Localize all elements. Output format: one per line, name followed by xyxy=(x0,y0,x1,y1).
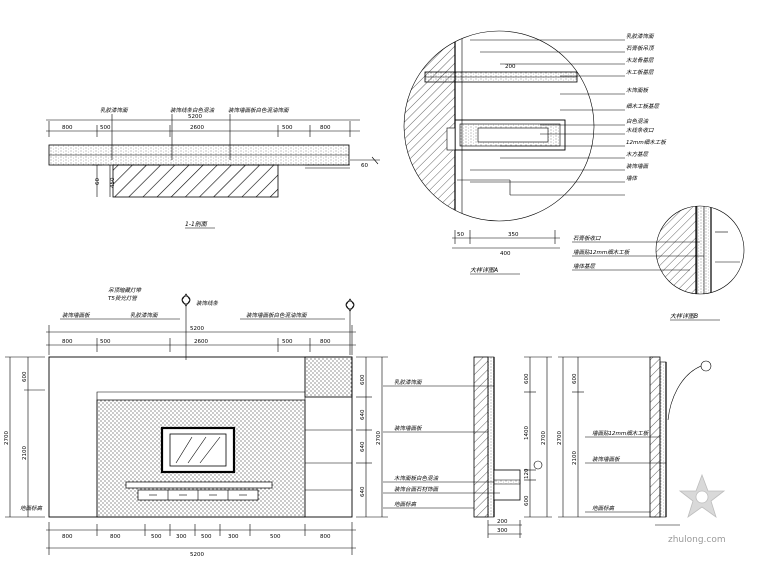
plan-dim-2: 500 xyxy=(100,125,111,131)
elev-callout-1: 装饰墙面板 xyxy=(62,312,91,319)
elev-dim-top-5: 800 xyxy=(320,339,331,345)
front-elevation: 装饰墙面板 乳胶漆饰面 装饰线条 装饰墙面板白色混油饰面 吊顶暗藏灯带 T5荧光… xyxy=(4,287,388,558)
detail-a-callout-3: 木龙骨基层 xyxy=(626,57,654,64)
detail-a-callout-1: 乳胶漆饰面 xyxy=(626,33,655,40)
elev-callout-3: 装饰线条 xyxy=(196,300,219,307)
detail-a-dim-1: 50 xyxy=(457,232,464,238)
detail-a-label: 大样详图A xyxy=(470,266,498,274)
elev-dim-top-3: 2600 xyxy=(194,339,208,345)
side1-callout-1: 乳胶漆饰面 xyxy=(394,379,423,386)
detail-a-callout-4: 木工板基层 xyxy=(626,69,654,76)
section-marker-1 xyxy=(181,293,191,307)
detail-a-callout-8: 木线条收口 xyxy=(626,127,654,134)
section-marker-2 xyxy=(345,298,355,312)
detail-a-callout-2: 石膏板吊顶 xyxy=(626,45,655,52)
detail-b-callout-2: 墙面贴12mm细木工板 xyxy=(573,249,631,256)
detail-a-dim-total: 400 xyxy=(500,251,511,257)
elev-dim-top-2: 500 xyxy=(100,339,111,345)
elev-dim-bottom-3: 500 xyxy=(151,534,162,540)
side1-callout-2: 装饰墙面板 xyxy=(394,425,423,432)
elev-dim-top-4: 500 xyxy=(282,339,293,345)
side-section-2: 墙面贴12mm细木工板 装饰墙面板 地面标高 600 2100 2700 xyxy=(557,356,712,526)
plan-callout-3: 装饰墙面板白色混油饰面 xyxy=(228,107,290,114)
elev-ground-label: 地面标高 xyxy=(20,505,44,512)
side2-dim-left-2: 2100 xyxy=(572,451,578,465)
elev-dim-total-right: 2700 xyxy=(376,431,382,445)
side1-dim-bottom-2: 300 xyxy=(497,528,508,534)
side1-dim-bottom-1: 200 xyxy=(497,519,508,525)
side2-callout-3: 地面标高 xyxy=(592,505,616,512)
side1-callout-5: 地面标高 xyxy=(394,501,418,508)
elev-dim-bottom-4: 300 xyxy=(176,534,187,540)
plan-section: 800 500 2600 500 800 5200 乳胶漆饰面 装饰线条白色混油… xyxy=(46,107,380,229)
detail-a-callout-10: 木方基层 xyxy=(626,151,649,158)
side2-callout-2: 装饰墙面板 xyxy=(592,456,621,463)
elev-dim-bottom-2: 800 xyxy=(110,534,121,540)
elev-dim-right-2: 640 xyxy=(360,409,366,420)
elev-dim-bottom-1: 800 xyxy=(62,534,73,540)
right-column-top xyxy=(304,356,353,398)
plan-callout-1: 乳胶漆饰面 xyxy=(100,107,129,114)
side-section-1: 乳胶漆饰面 装饰墙面板 木饰面板白色混油 装饰台面石材饰面 地面标高 600 1… xyxy=(383,356,552,538)
detail-a-callout-9: 12mm细木工板 xyxy=(626,139,667,146)
detail-b: 石膏板收口 墙面贴12mm细木工板 墙体基层 大样详图B xyxy=(572,205,745,321)
tv-cabinet-top xyxy=(125,481,273,489)
side2-dim-total: 2700 xyxy=(557,431,563,445)
elev-dim-total-left: 2700 xyxy=(4,431,10,445)
detail-a-callout-7: 白色混油 xyxy=(626,118,649,125)
elev-callout-2: 乳胶漆饰面 xyxy=(130,312,159,319)
elev-dim-right-4: 640 xyxy=(360,486,366,497)
elev-dim-left-1: 600 xyxy=(22,371,28,382)
elev-dim-top-1: 800 xyxy=(62,339,73,345)
svg-text:60: 60 xyxy=(95,178,101,185)
plan-label: 1-1剖面 xyxy=(185,220,208,228)
plan-cabinet xyxy=(112,164,279,198)
elev-callout-4: 装饰墙面板白色混油饰面 xyxy=(246,312,308,319)
plan-callout-2: 装饰线条白色混油 xyxy=(170,107,215,114)
svg-text:吊顶暗藏灯带: 吊顶暗藏灯带 xyxy=(108,287,143,294)
elev-dim-bottom-5: 500 xyxy=(201,534,212,540)
detail-a-callout-11: 装饰墙面 xyxy=(626,163,650,170)
side1-dim-total: 2700 xyxy=(541,431,547,445)
elev-dim-right-3: 640 xyxy=(360,441,366,452)
detail-a-callout-5: 木饰面板 xyxy=(626,87,650,94)
detail-b-label: 大样详图B xyxy=(670,312,698,320)
side1-callout-4: 装饰台面石材饰面 xyxy=(394,486,440,493)
detail-a-callout-12: 墙体 xyxy=(626,175,639,182)
svg-text:450: 450 xyxy=(110,177,116,188)
side2-callout-1: 墙面贴12mm细木工板 xyxy=(592,430,650,437)
detail-a-dim-inner: 200 xyxy=(505,64,516,70)
watermark-logo xyxy=(678,473,726,519)
side1-dim-right-2: 1400 xyxy=(524,426,530,440)
plan-dim-1: 800 xyxy=(62,125,73,131)
watermark-text: zhulong.com xyxy=(668,535,726,545)
elev-dim-total-top: 5200 xyxy=(190,326,204,332)
plan-dim-4: 500 xyxy=(282,125,293,131)
side1-dim-right-3: 120 xyxy=(524,468,530,479)
side1-callout-3: 木饰面板白色混油 xyxy=(394,475,439,482)
svg-text:60: 60 xyxy=(361,163,368,169)
side1-dim-right-1: 600 xyxy=(524,373,530,384)
watermark: zhulong.com xyxy=(668,473,726,545)
elev-dim-right-1: 600 xyxy=(360,374,366,385)
side2-dim-left-1: 600 xyxy=(572,373,578,384)
detail-a: 200 乳胶漆饰面 石膏板吊顶 木龙骨基层 木工板基层 木饰面板 细木工板基层 … xyxy=(403,30,667,275)
detail-b-callout-3: 墙体基层 xyxy=(573,263,596,270)
plan-dim-total: 5200 xyxy=(188,114,202,120)
elev-dim-left-2: 2100 xyxy=(22,446,28,460)
svg-text:T5荧光灯管: T5荧光灯管 xyxy=(108,295,138,302)
elev-dim-total-bottom: 5200 xyxy=(190,552,204,558)
plan-dim-3: 2600 xyxy=(190,125,204,131)
side1-dim-right-4: 600 xyxy=(524,495,530,506)
detail-a-callout-6: 细木工板基层 xyxy=(626,103,660,110)
side1-cabinet xyxy=(493,469,521,501)
plan-dim-5: 800 xyxy=(320,125,331,131)
detail-a-dim-2: 350 xyxy=(508,232,519,238)
elev-dim-bottom-8: 800 xyxy=(320,534,331,540)
tv-screen xyxy=(169,433,227,467)
elev-dim-bottom-7: 500 xyxy=(270,534,281,540)
elev-dim-bottom-6: 300 xyxy=(228,534,239,540)
detail-b-callout-1: 石膏板收口 xyxy=(573,235,601,242)
